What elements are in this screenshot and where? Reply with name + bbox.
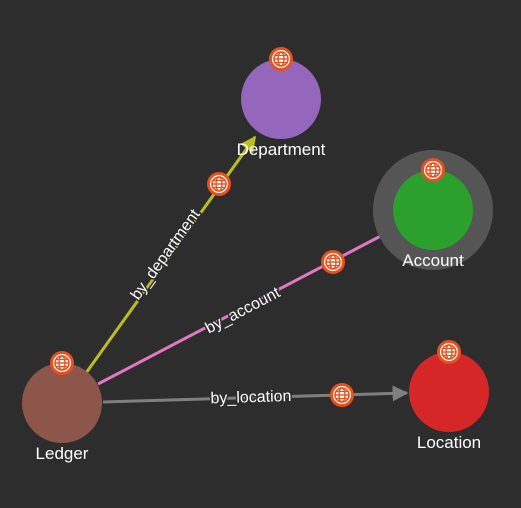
globe-icon[interactable]: [321, 250, 345, 274]
node-circle-department[interactable]: [241, 59, 321, 139]
node-label-department: Department: [237, 140, 326, 159]
globe-icon[interactable]: [421, 158, 445, 182]
node-circle-location[interactable]: [409, 352, 489, 432]
globe-icon[interactable]: [50, 351, 74, 375]
globe-icon[interactable]: [269, 47, 293, 71]
edge-label-by-location: by_location: [210, 388, 291, 407]
edge-line-by-location[interactable]: [102, 385, 409, 404]
node-ledger[interactable]: Ledger: [22, 351, 102, 463]
edge-label-by-account: by_account: [203, 284, 284, 337]
edge-by-account[interactable]: by_account: [97, 227, 396, 386]
edge-line-by-account[interactable]: [97, 227, 396, 386]
edge-by-location[interactable]: by_location: [102, 383, 409, 409]
node-circle-ledger[interactable]: [22, 363, 102, 443]
node-circle-account[interactable]: [393, 170, 473, 250]
node-label-ledger: Ledger: [36, 444, 89, 463]
edge-by-department[interactable]: by_department: [84, 135, 257, 374]
node-label-account: Account: [402, 251, 464, 270]
node-location[interactable]: Location: [409, 340, 489, 452]
globe-icon[interactable]: [330, 383, 354, 407]
globe-icon[interactable]: [207, 172, 231, 196]
node-department[interactable]: Department: [237, 47, 326, 159]
globe-icon[interactable]: [437, 340, 461, 364]
node-label-location: Location: [417, 433, 481, 452]
node-account[interactable]: Account: [373, 150, 493, 270]
edge-label-by-department: by_department: [128, 206, 204, 303]
